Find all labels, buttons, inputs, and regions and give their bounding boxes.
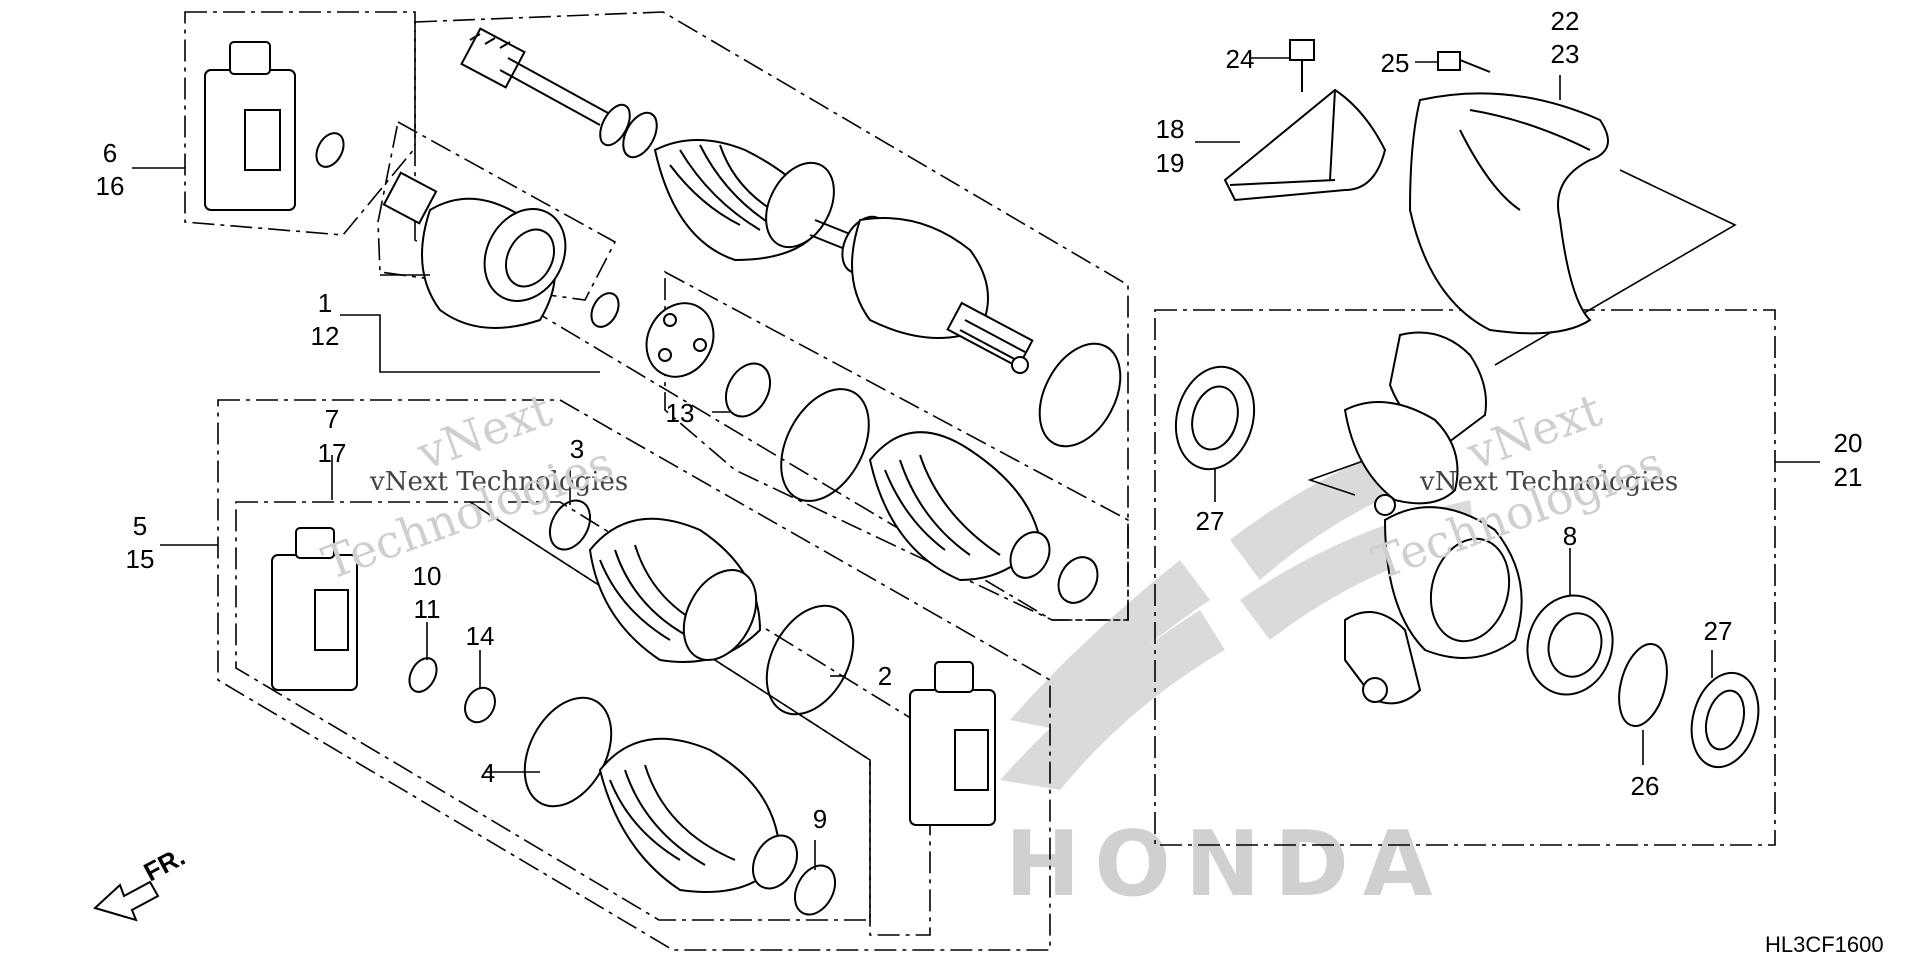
boot-band-small-9 bbox=[793, 864, 837, 916]
dashed-group-lower-boot-outer bbox=[467, 501, 931, 936]
callout-13: 13 bbox=[666, 398, 695, 428]
dashed-group-boot-kit bbox=[664, 270, 1129, 621]
diagram-code: HL3CF1600 bbox=[1765, 932, 1884, 957]
grease-bottle-lower-right bbox=[909, 661, 996, 826]
circlip-inner bbox=[590, 292, 620, 328]
callout-1: 1 bbox=[318, 288, 332, 318]
dashed-group-inner-joint bbox=[377, 120, 617, 301]
dashed-group-knuckle bbox=[1154, 309, 1776, 846]
leader-lines bbox=[132, 57, 1820, 870]
front-direction-label: FR. bbox=[139, 841, 190, 887]
honda-brand-text: HONDA bbox=[1005, 812, 1447, 917]
callout-19: 19 bbox=[1156, 148, 1185, 178]
grease-bottle-lower-left bbox=[271, 527, 358, 691]
wheel-bearing-8 bbox=[1526, 594, 1614, 696]
dashed-group-grease-top bbox=[184, 11, 416, 236]
callout-12: 12 bbox=[311, 321, 340, 351]
callout-24: 24 bbox=[1226, 44, 1255, 74]
clip-14 bbox=[464, 686, 496, 724]
callout-11: 11 bbox=[414, 594, 441, 624]
stop-ring-13 bbox=[724, 362, 772, 418]
callout-27-top: 27 bbox=[1196, 506, 1225, 536]
boot-band-small-a bbox=[1057, 556, 1099, 604]
watermark-text-right: vNext Technologies bbox=[1419, 467, 1678, 497]
guide-line-knuckle-left bbox=[1307, 454, 1381, 496]
boot-band-large-2 bbox=[765, 604, 855, 716]
knuckle-guard-18-19 bbox=[1223, 88, 1387, 202]
callout-20: 20 bbox=[1834, 428, 1863, 458]
circlip-26 bbox=[1618, 643, 1668, 727]
callout-5: 5 bbox=[133, 511, 147, 541]
callout-10: 10 bbox=[413, 561, 442, 591]
callout-15: 15 bbox=[126, 544, 155, 574]
dashed-group-lower-shaft bbox=[217, 399, 1051, 951]
boot-band-large-a bbox=[1038, 342, 1122, 448]
callout-25: 25 bbox=[1381, 48, 1410, 78]
inner-cv-joint bbox=[382, 171, 567, 329]
boot-band-small-3 bbox=[548, 499, 592, 551]
callout-17: 17 bbox=[318, 438, 347, 468]
callout-3: 3 bbox=[570, 434, 584, 464]
grease-bottle-top bbox=[204, 41, 296, 211]
callout-21: 21 bbox=[1834, 462, 1863, 492]
callout-23: 23 bbox=[1551, 39, 1580, 69]
callout-4: 4 bbox=[481, 758, 495, 788]
oil-seal-27-bottom bbox=[1690, 671, 1760, 769]
callout-8: 8 bbox=[1563, 521, 1577, 551]
front-direction-arrow: FR. bbox=[93, 841, 190, 922]
knuckle-protector-22-23 bbox=[1408, 92, 1609, 335]
callout-26: 26 bbox=[1631, 771, 1660, 801]
callout-22: 22 bbox=[1551, 6, 1580, 36]
circlip-10-11 bbox=[408, 657, 438, 693]
watermark-text-left: vNext Technologies bbox=[369, 467, 628, 497]
steering-knuckle bbox=[1343, 331, 1523, 705]
boot-band-large-b bbox=[780, 388, 870, 502]
snap-ring-top bbox=[315, 132, 345, 168]
callout-6: 6 bbox=[103, 138, 117, 168]
callout-7: 7 bbox=[325, 404, 339, 434]
callout-18: 18 bbox=[1156, 114, 1185, 144]
bolt-25 bbox=[1437, 51, 1491, 73]
callout-9: 9 bbox=[813, 804, 827, 834]
bolt-24 bbox=[1289, 39, 1315, 92]
callout-14: 14 bbox=[466, 621, 495, 651]
callout-16: 16 bbox=[96, 171, 125, 201]
callout-2: 2 bbox=[878, 661, 892, 691]
drive-shaft bbox=[460, 27, 1034, 374]
callout-27-bottom: 27 bbox=[1704, 616, 1733, 646]
tripod-spider bbox=[645, 302, 715, 378]
oil-seal-27-top bbox=[1174, 365, 1256, 471]
